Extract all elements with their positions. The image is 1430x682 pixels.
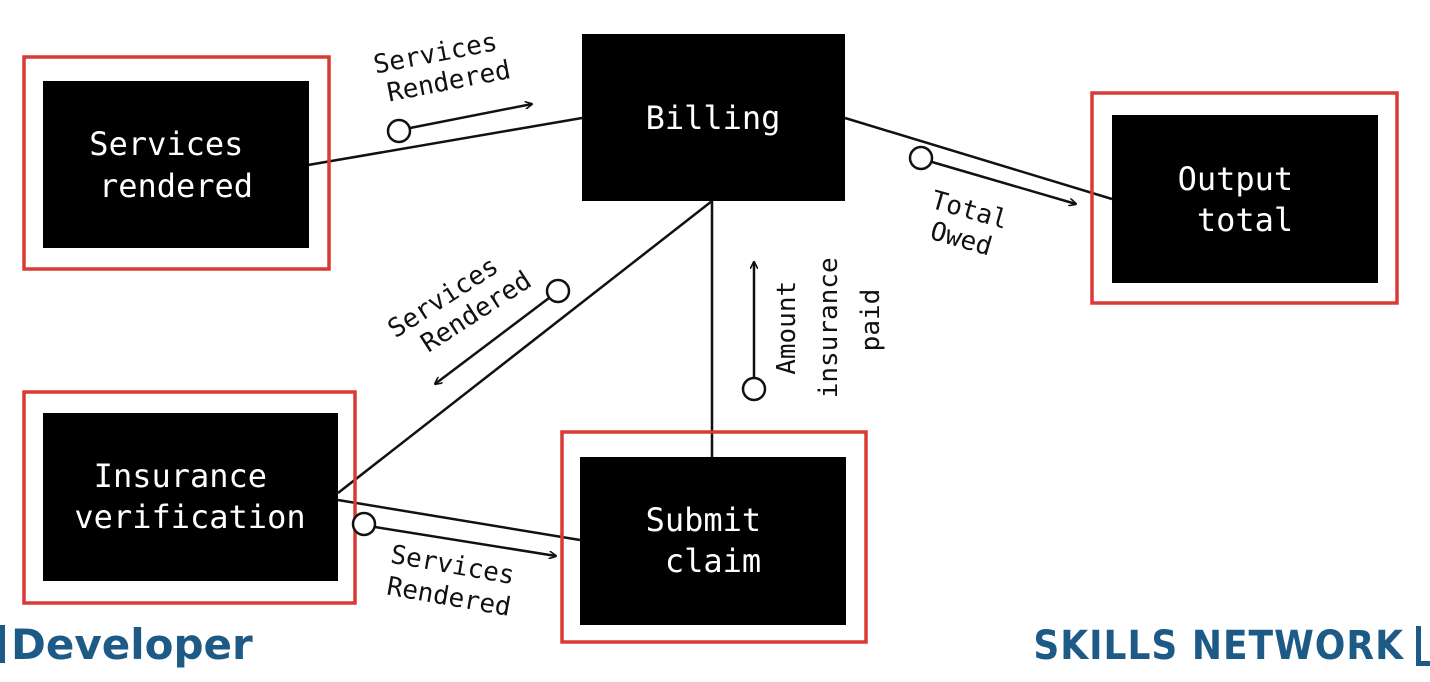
node-label: Insurance verification <box>74 457 305 536</box>
node-label: Submit claim <box>646 501 781 580</box>
node-label-line: rendered <box>99 167 253 205</box>
node-label-line: verification <box>74 498 305 536</box>
flow-billing-to-output: Total Owed <box>908 145 1076 269</box>
node-label: Billing <box>646 99 781 137</box>
node-label-line: Output <box>1178 160 1294 198</box>
data-flow-arrow-icon <box>908 145 1076 204</box>
node-label-line: Services <box>89 125 243 163</box>
data-flow-arrow-icon <box>386 104 532 144</box>
node-label-line: Billing <box>646 99 781 137</box>
node-box <box>580 457 846 625</box>
flow-claim-to-billing: Amount insurance paid <box>741 242 886 402</box>
node-box <box>582 34 845 201</box>
node-label: Output total <box>1178 160 1313 239</box>
node-box <box>43 81 309 248</box>
flow-label-line: Amount <box>772 281 802 375</box>
flow-label: Services Rendered <box>371 24 521 110</box>
node-label-line: Submit <box>646 501 762 539</box>
node-label-line: Insurance <box>94 457 267 495</box>
data-flow-arrow-icon <box>435 278 571 384</box>
node-services-rendered[interactable]: Services rendered <box>22 55 331 271</box>
node-label-line: total <box>1197 201 1293 239</box>
flow-label: Services Rendered <box>383 240 537 369</box>
flow-label-line: paid <box>856 289 886 352</box>
connector-billing-to-output <box>844 116 1113 201</box>
footer-left-text: Developer <box>11 619 253 669</box>
node-box <box>43 413 338 581</box>
connector-insurance-to-claim <box>337 498 581 542</box>
skills-network-logo-icon <box>1416 626 1430 666</box>
node-output-total[interactable]: Output total <box>1090 91 1399 305</box>
highlight-frame <box>22 390 357 605</box>
node-submit-claim[interactable]: Submit claim <box>560 430 868 644</box>
connector-services-to-billing <box>307 116 583 167</box>
footer-course-title: Developer <box>0 614 253 674</box>
flow-label: Total Owed <box>919 185 1026 269</box>
data-flow-arrow-icon <box>741 262 767 402</box>
brand-bar-icon <box>0 625 5 663</box>
node-label-line: claim <box>665 542 761 580</box>
flow-label: Services Rendered <box>383 540 533 626</box>
node-box <box>1112 115 1378 283</box>
connector-billing-to-insurance <box>337 200 713 494</box>
node-label: Services rendered <box>89 125 262 205</box>
flow-label-line: insurance <box>814 257 844 398</box>
node-insurance-verification[interactable]: Insurance verification <box>22 390 357 605</box>
footer-right-text: SKILLS NETWORK <box>1033 623 1404 669</box>
node-billing[interactable]: Billing <box>582 34 845 201</box>
highlight-frame <box>560 430 868 644</box>
flow-billing-to-insurance: Services Rendered <box>383 240 571 384</box>
flow-services-to-billing: Services Rendered <box>371 24 532 144</box>
connectors <box>307 116 1113 542</box>
highlight-frame <box>1090 91 1399 305</box>
flow-label: Amount insurance paid <box>772 242 886 399</box>
footer-brand: SKILLS NETWORK <box>1033 618 1430 674</box>
data-flow-arrow-icon <box>351 511 556 556</box>
highlight-frame <box>22 55 331 271</box>
